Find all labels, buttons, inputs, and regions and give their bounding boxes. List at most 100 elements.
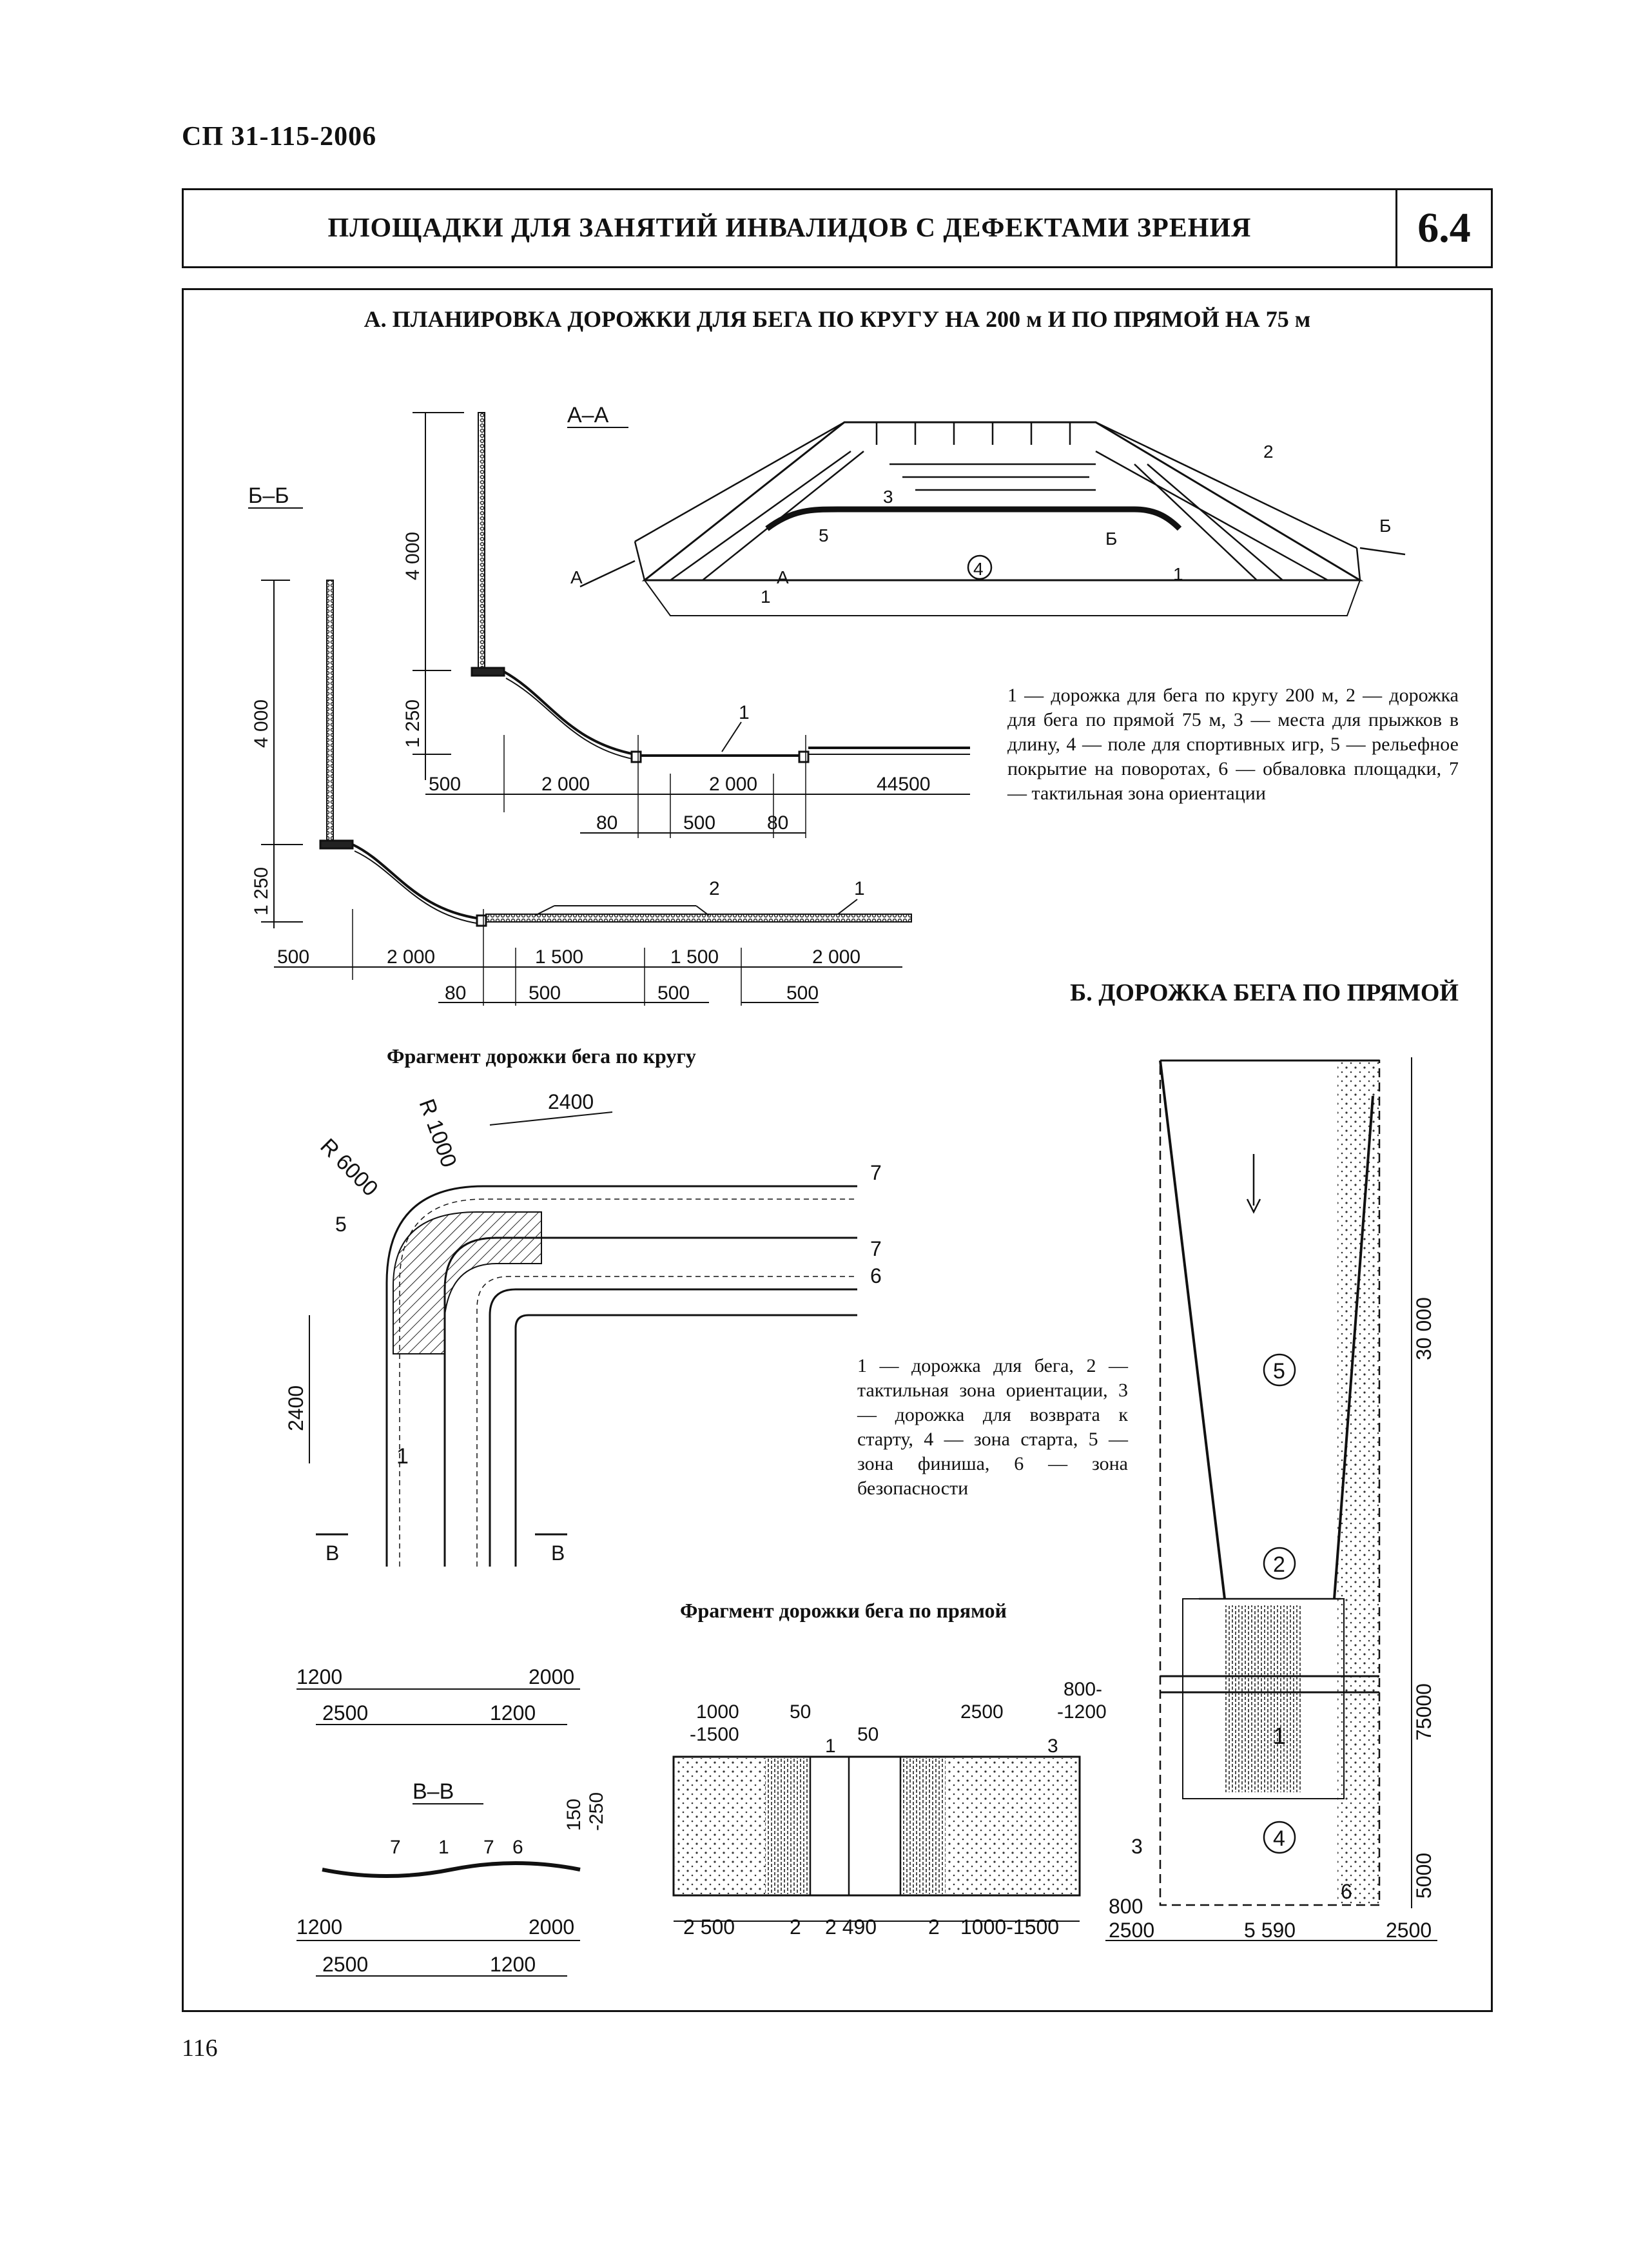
curve-cut-left: В	[326, 1541, 339, 1565]
sb-len2: 75000	[1412, 1683, 1435, 1741]
aa-dim-d7: 80	[767, 812, 788, 834]
section-b-heading: Б. ДОРОЖКА БЕГА ПО ПРЯМОЙ	[1070, 979, 1459, 1006]
sb-w2: 2500	[1109, 1919, 1154, 1942]
sf-e: 800-	[1064, 1679, 1102, 1700]
aa-dim-d2: 2 000	[541, 774, 590, 795]
aa-dim-d3: 2 000	[709, 774, 757, 795]
curve-6: 6	[870, 1264, 882, 1287]
curve-dim-b1: 1200	[296, 1665, 342, 1688]
sf-f: 1	[825, 1735, 836, 1757]
sb-w4: 2500	[1386, 1919, 1432, 1942]
sf-b: 50	[790, 1701, 811, 1723]
sf-a2: -1500	[690, 1724, 739, 1745]
persp-3: 3	[883, 487, 893, 507]
title-divider	[1395, 190, 1397, 266]
section-b-drawing: 5 2 1 4 3 6 30 000 75000 5000 800 2500 5…	[1105, 1057, 1437, 1942]
section-aa-drawing: А–А 1 4 000 1 250 500 2 000 2 000 445	[402, 403, 970, 838]
sb-w3: 5 590	[1244, 1919, 1296, 1942]
persp-cut-a: А	[570, 567, 583, 587]
curve-r6000: R 6000	[315, 1134, 382, 1201]
curve-dim-b2: 2000	[529, 1665, 574, 1688]
aa-dim-h1: 4 000	[402, 532, 423, 580]
drawing-frame	[182, 288, 1493, 2012]
persp-1: 1	[761, 587, 771, 607]
sb-len3: 5000	[1412, 1853, 1435, 1899]
straight-fragment-drawing: 1000 -1500 50 50 2500 800- -1200 1 3 2 5…	[672, 1679, 1107, 1939]
curve-7a: 7	[870, 1161, 882, 1184]
vv-b4: 1200	[490, 1953, 536, 1976]
section-a-legend: 1 — дорожка для бега по кругу 200 м, 2 —…	[1007, 685, 1459, 804]
sf-e2: -1200	[1057, 1701, 1107, 1723]
page-number: 116	[182, 2035, 218, 2062]
section-a-heading: А. ПЛАНИРОВКА ДОРОЖКИ ДЛЯ БЕГА ПО КРУГУ …	[364, 306, 1311, 332]
sf-b5: 1000-1500	[960, 1915, 1059, 1939]
sb-zone-5: 5	[1273, 1359, 1285, 1383]
curve-r1000: R 1000	[414, 1096, 461, 1171]
vv-7a: 7	[390, 1837, 401, 1858]
persp-4: 4	[973, 559, 984, 579]
curve-fragment-drawing: R 6000 R 1000 2400 7 7 6 5 1 2400 В В 12…	[284, 1090, 882, 1725]
bb-dim-d3: 1 500	[535, 946, 583, 968]
vv-b1: 1200	[296, 1915, 342, 1939]
persp-1b: 1	[1173, 564, 1183, 584]
aa-dim-d4: 44500	[877, 774, 930, 795]
sb-zone-1: 1	[1273, 1723, 1286, 1749]
persp-2: 2	[1263, 442, 1274, 462]
curve-5: 5	[335, 1213, 347, 1236]
aa-dim-d6: 500	[683, 812, 715, 834]
vv-h2: -250	[586, 1792, 607, 1831]
sf-a: 1000	[696, 1701, 739, 1723]
curve-dim-b3: 2500	[322, 1701, 368, 1725]
vv-1: 1	[438, 1837, 449, 1858]
vv-b3: 2500	[322, 1953, 368, 1976]
curve-dim-side: 2400	[284, 1385, 307, 1431]
sb-zone-4: 4	[1273, 1826, 1285, 1851]
curve-dim-top: 2400	[548, 1090, 594, 1113]
aa-callout-1: 1	[739, 702, 750, 723]
fragment-straight-title: Фрагмент дорожки бега по прямой	[680, 1599, 1007, 1622]
sf-b2: 2	[790, 1915, 801, 1939]
document-code: СП 31-115-2006	[182, 122, 377, 152]
sf-c: 50	[857, 1724, 879, 1745]
section-vv-drawing: В–В 7 1 7 6 150 -250 1200 2000 2500 1200	[296, 1779, 607, 1977]
bb-dim-h2: 1 250	[251, 867, 272, 915]
sb-zone-6: 6	[1341, 1880, 1352, 1903]
aa-dim-h2: 1 250	[402, 699, 423, 748]
bb-dim-d2: 2 000	[387, 946, 435, 968]
sb-zone-3: 3	[1131, 1835, 1143, 1858]
bb-dim-d8: 500	[657, 982, 690, 1004]
section-number: 6.4	[1417, 204, 1471, 251]
fragment-curve-legend: 1 — дорожка для бега, 2 — тактильная зон…	[857, 1355, 1128, 1499]
bb-callout-2: 2	[709, 878, 720, 899]
bb-callout-1: 1	[854, 878, 865, 899]
curve-1: 1	[396, 1444, 409, 1469]
sf-d: 2500	[960, 1701, 1004, 1723]
aa-dim-d5: 80	[596, 812, 617, 834]
fragment-curve-title: Фрагмент дорожки бега по кругу	[387, 1044, 696, 1068]
sb-w1: 800	[1109, 1895, 1143, 1918]
persp-cut-b2: Б	[1379, 516, 1391, 536]
sf-b4: 2	[928, 1915, 940, 1939]
vv-b2: 2000	[529, 1915, 574, 1939]
bb-dim-d5: 2 000	[812, 946, 860, 968]
section-vv-label: В–В	[413, 1779, 454, 1804]
vv-7b: 7	[483, 1837, 494, 1858]
curve-cut-right: В	[551, 1541, 565, 1565]
curve-7b: 7	[870, 1237, 882, 1260]
bb-dim-d4: 1 500	[670, 946, 719, 968]
sb-len1: 30 000	[1412, 1297, 1435, 1360]
bb-dim-d9: 500	[786, 982, 819, 1004]
persp-cut-b: Б	[1105, 529, 1117, 549]
bb-dim-d7: 500	[529, 982, 561, 1004]
bb-dim-d1: 500	[277, 946, 309, 968]
section-bb-label: Б–Б	[248, 484, 289, 508]
perspective-drawing: 4 5 3 2 1 1 А А Б Б	[570, 421, 1406, 616]
bb-dim-d6: 80	[445, 982, 466, 1004]
persp-5: 5	[819, 525, 829, 545]
persp-cut-a2: А	[777, 567, 789, 587]
section-aa-label: А–А	[567, 403, 609, 427]
section-bb-drawing: Б–Б 2 1 4 000 1 250 500 2 000 1 500 1 50…	[248, 484, 912, 1006]
title-box: ПЛОЩАДКИ ДЛЯ ЗАНЯТИЙ ИНВАЛИДОВ С ДЕФЕКТА…	[182, 188, 1493, 268]
sf-g: 3	[1047, 1735, 1058, 1757]
